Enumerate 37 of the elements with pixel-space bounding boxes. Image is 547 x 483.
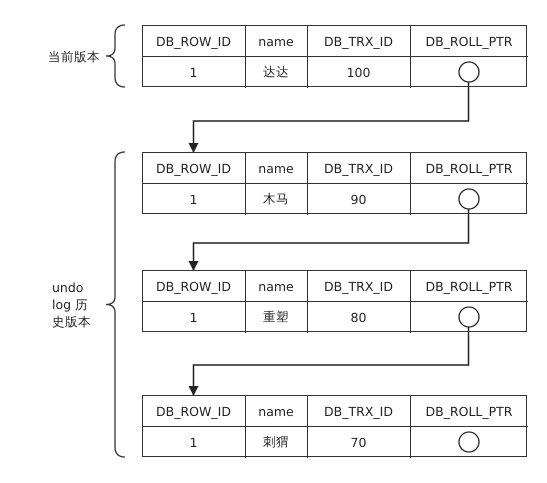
column-header: DB_ROLL_PTR: [425, 278, 512, 294]
field-value: 1: [190, 435, 198, 450]
pointer-circle: [458, 306, 480, 328]
column-header: name: [258, 404, 294, 418]
column-header: DB_ROW_ID: [156, 278, 231, 294]
arrow: [188, 208, 470, 271]
field-value: 70: [350, 435, 366, 450]
arrow: [188, 326, 470, 396]
column-header: DB_ROLL_PTR: [425, 160, 512, 176]
pointer-circle: [458, 430, 480, 452]
field-value: 90: [350, 192, 366, 207]
column-header: DB_ROW_ID: [156, 34, 231, 48]
bracket-label: 当前版本: [47, 48, 100, 64]
field-value: 1: [190, 310, 198, 325]
column-header: name: [258, 278, 294, 294]
column-header: DB_TRX_ID: [324, 160, 393, 176]
column-header: DB_ROW_ID: [156, 160, 231, 176]
column-header: DB_TRX_ID: [324, 278, 393, 294]
field-value: 100: [346, 65, 370, 80]
column-header: DB_TRX_ID: [324, 34, 393, 48]
field-value: 80: [350, 310, 366, 325]
column-header: DB_ROW_ID: [156, 404, 231, 418]
field-value: 1: [190, 65, 198, 80]
arrow: [188, 82, 470, 153]
field-value: 刺猬: [263, 434, 289, 451]
field-value: 重塑: [263, 309, 289, 326]
column-header: name: [258, 34, 294, 48]
column-header: DB_ROLL_PTR: [425, 404, 512, 418]
column-header: DB_ROLL_PTR: [425, 34, 512, 48]
column-header: DB_TRX_ID: [324, 404, 393, 418]
pointer-circle: [458, 188, 480, 210]
pointer-circle: [458, 60, 480, 82]
column-header: name: [258, 160, 294, 176]
field-value: 木马: [263, 191, 289, 208]
bracket-label: undo log 历史版本: [51, 279, 92, 330]
field-value: 1: [190, 192, 198, 207]
field-value: 达达: [263, 64, 289, 81]
